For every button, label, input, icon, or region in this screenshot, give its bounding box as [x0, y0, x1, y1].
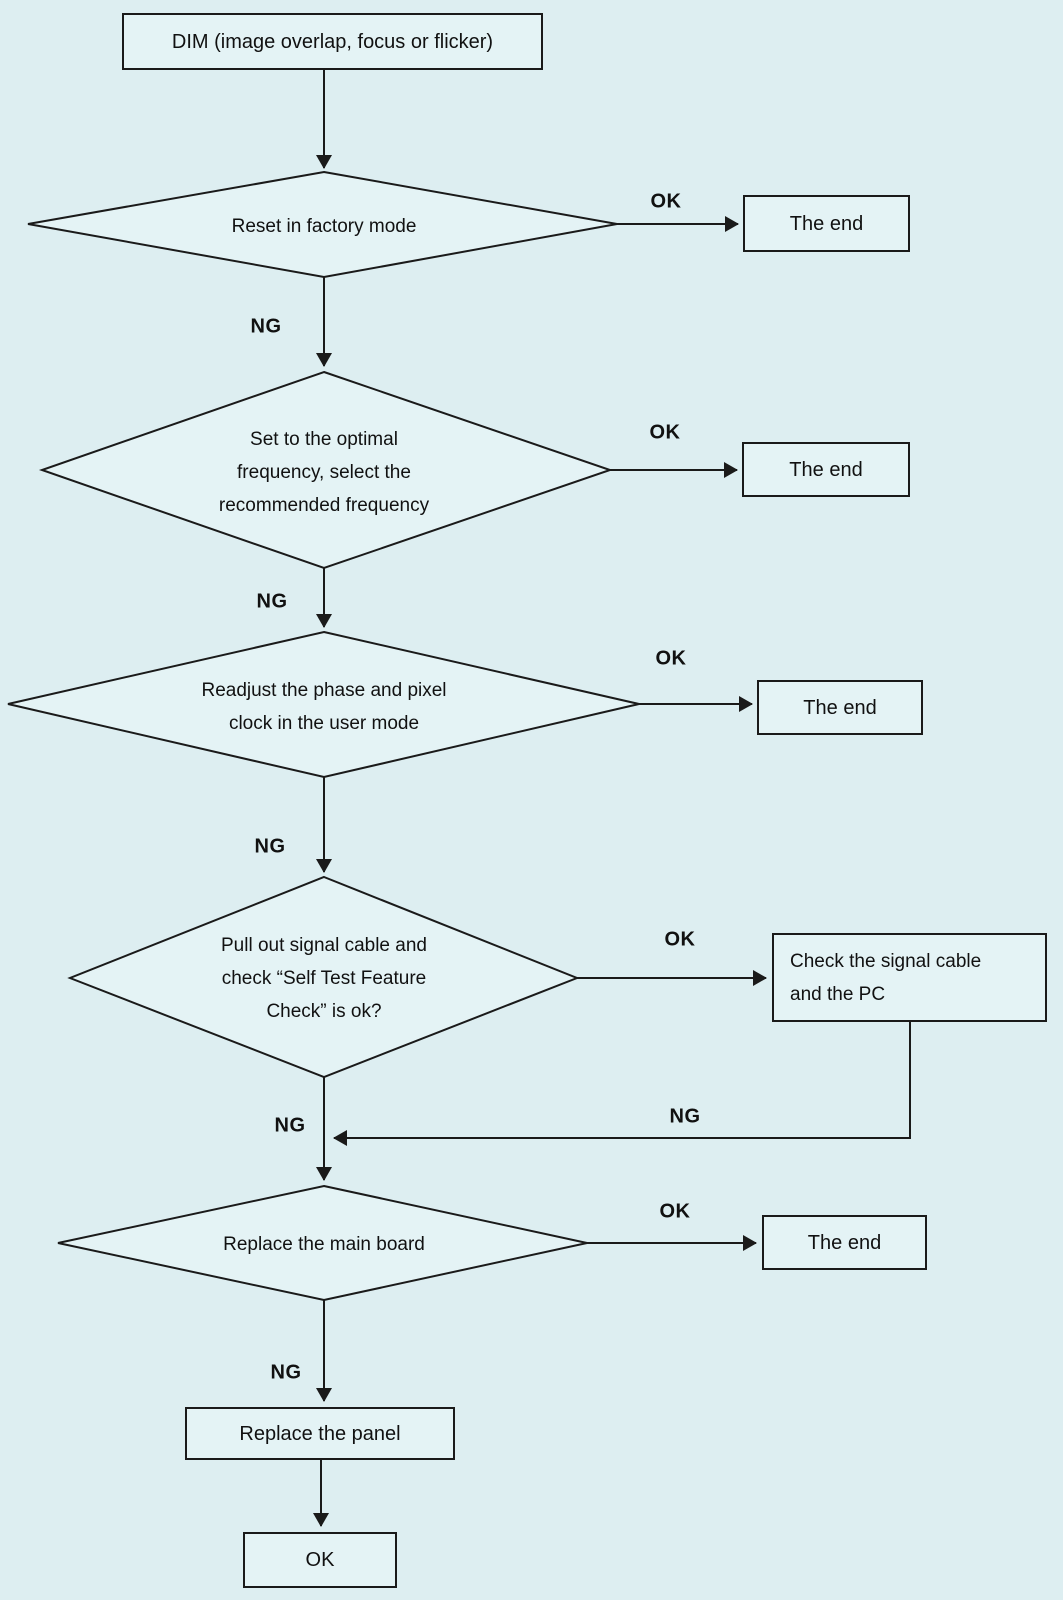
edge-label-d4-ok: OK — [664, 928, 696, 951]
diamond-label-readjust-phase: Readjust the phase and pixel clock in th… — [201, 680, 447, 734]
terminal-the-end-4: The end — [762, 1215, 927, 1270]
edge-label-d3-ng: NG — [254, 835, 286, 858]
diamond-replace-main-board — [57, 1184, 588, 1302]
edge-checkpc-feedback — [333, 1022, 911, 1146]
diamond-label-reset-factory: Reset in factory mode — [231, 215, 417, 237]
diamond-self-test — [67, 875, 580, 1079]
start-node: DIM (image overlap, focus or flicker) — [122, 13, 543, 70]
process-check-signal-cable: Check the signal cable and the PC — [772, 933, 1047, 1022]
diamond-reset-factory — [27, 170, 618, 279]
edge-label-d2-ng: NG — [256, 590, 288, 613]
diamond-readjust-phase — [7, 630, 640, 779]
diamond-label-optimal-frequency: Set to the optimal frequency, select the… — [218, 428, 430, 516]
terminal-ok: OK — [243, 1532, 397, 1588]
terminal-the-end-2: The end — [742, 442, 910, 497]
edge-label-d1-ok: OK — [650, 190, 682, 213]
terminal-the-end-1: The end — [743, 195, 910, 252]
diamond-optimal-frequency — [38, 370, 614, 570]
edge-label-d3-ok: OK — [655, 647, 687, 670]
terminal-the-end-3: The end — [757, 680, 923, 735]
edge-label-d5-ng: NG — [270, 1361, 302, 1384]
edge-label-d4-ng: NG — [274, 1114, 306, 1137]
process-replace-panel: Replace the panel — [185, 1407, 455, 1460]
edge-label-d2-ok: OK — [649, 421, 681, 444]
edge-label-d1-ng: NG — [250, 315, 282, 338]
edge-label-d5-ok: OK — [659, 1200, 691, 1223]
edge-label-check-ng: NG — [669, 1105, 701, 1128]
diamond-label-self-test: Pull out signal cable and check “Self Te… — [221, 934, 427, 1022]
diamond-label-replace-main-board: Replace the main board — [223, 1233, 425, 1255]
